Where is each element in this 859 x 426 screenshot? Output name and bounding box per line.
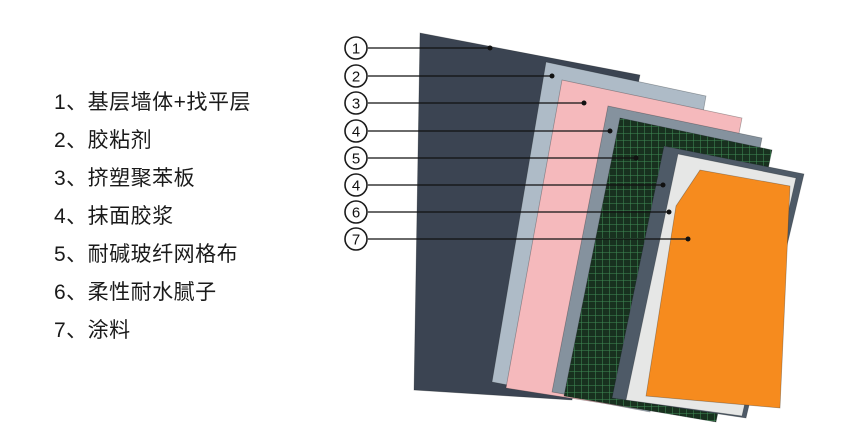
legend-item-5: 5、耐碱玻纤网格布 [54,243,239,266]
legend-item-3: 3、挤塑聚苯板 [54,167,196,190]
callout-4: 4 [344,119,368,143]
callout-label-3: 3 [352,95,360,112]
legend-item-4: 4、抹面胶浆 [54,205,174,228]
leader-dot-8 [685,236,691,242]
callouts: 1 2 3 4 5 4 6 [344,36,368,251]
legend-item-7: 7、涂料 [54,319,131,342]
callout-label-6: 4 [352,177,360,194]
callout-7: 6 [344,200,368,224]
leader-dot-5 [633,155,639,161]
leader-dot-7 [666,209,672,215]
callout-label-2: 2 [352,68,360,85]
layer-coating [645,169,791,409]
callout-3: 3 [344,91,368,115]
callout-6: 4 [344,173,368,197]
callout-label-4: 4 [352,123,360,140]
callout-label-8: 7 [352,231,360,248]
callout-label-5: 5 [352,150,360,167]
leader-dot-6 [660,182,666,188]
leader-dot-1 [487,45,493,51]
legend: 1、基层墙体+找平层 2、胶粘剂 3、挤塑聚苯板 4、抹面胶浆 5、耐碱玻纤网格… [54,84,251,350]
legend-item-1: 1、基层墙体+找平层 [54,91,251,114]
callout-label-1: 1 [352,40,360,57]
leader-lines [368,45,691,242]
callout-2: 2 [344,64,368,88]
callout-1: 1 [344,36,368,60]
callout-8: 7 [344,227,368,251]
leader-dot-4 [607,128,613,134]
callout-label-7: 6 [352,204,360,221]
leader-dot-3 [581,100,587,106]
leader-dot-2 [549,73,555,79]
legend-item-2: 2、胶粘剂 [54,129,153,152]
callout-5: 5 [344,146,368,170]
legend-item-6: 6、柔性耐水腻子 [54,281,217,304]
